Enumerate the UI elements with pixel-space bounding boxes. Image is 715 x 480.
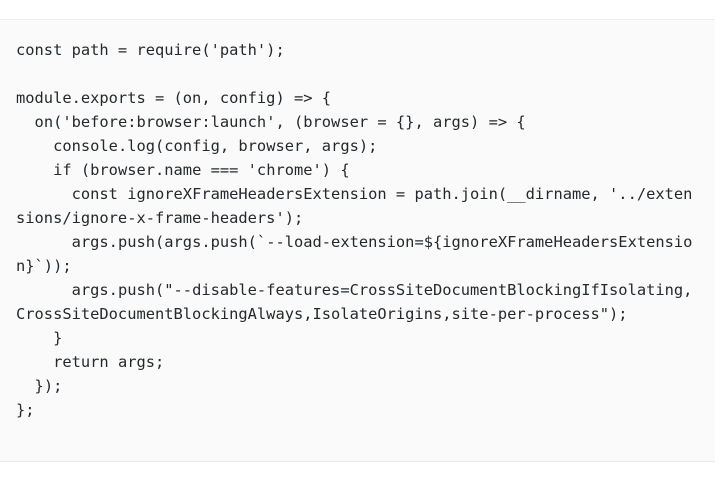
code-content[interactable]: const path = require('path'); module.exp… [16,41,693,419]
code-pre: const path = require('path'); module.exp… [0,20,715,436]
code-block: const path = require('path'); module.exp… [0,19,715,462]
code-scroll-area[interactable]: const path = require('path'); module.exp… [0,20,715,461]
